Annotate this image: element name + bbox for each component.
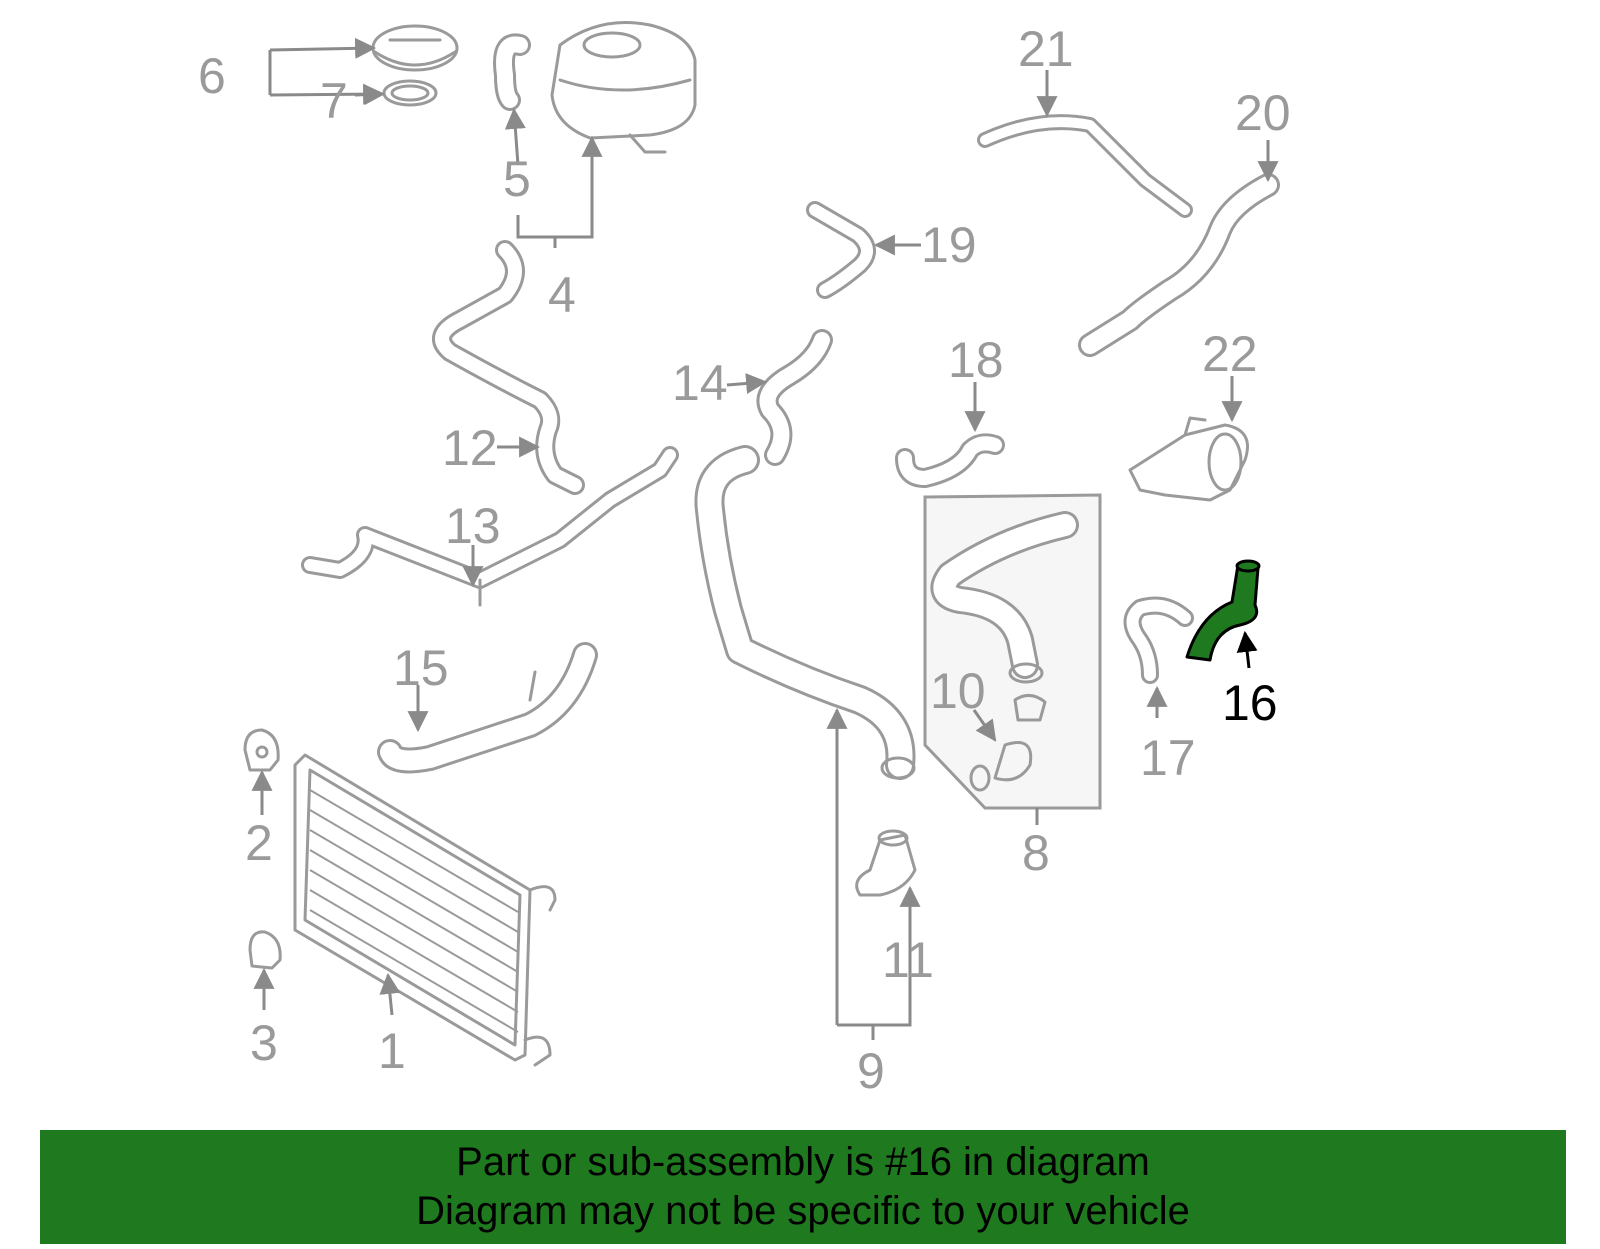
- banner-line-2: Diagram may not be specific to your vehi…: [416, 1189, 1190, 1233]
- callout-3: 3: [250, 1015, 278, 1071]
- callout-22: 22: [1202, 326, 1258, 382]
- part-5-hose[interactable]: [493, 33, 531, 111]
- callout-4: 4: [548, 267, 576, 323]
- callout-7: 7: [320, 73, 348, 129]
- part-17-hose[interactable]: [1123, 596, 1194, 684]
- callout-5: 5: [503, 151, 531, 207]
- callout-16: 16: [1222, 675, 1278, 731]
- part-2-mount[interactable]: [243, 728, 280, 772]
- callout-19: 19: [921, 217, 977, 273]
- callout-13: 13: [445, 498, 501, 554]
- part-9-hose[interactable]: [694, 445, 916, 780]
- info-banner: Part or sub-assembly is #16 in diagram D…: [40, 1130, 1566, 1244]
- callout-11: 11: [882, 932, 934, 988]
- callout-14: 14: [672, 355, 728, 411]
- callout-6: 6: [198, 48, 226, 104]
- callout-2: 2: [245, 815, 273, 871]
- part-8-group[interactable]: [923, 493, 1102, 810]
- callout-12: 12: [442, 420, 498, 476]
- callout-20: 20: [1235, 85, 1291, 141]
- callout-8: 8: [1022, 825, 1050, 881]
- part-1-radiator[interactable]: [293, 753, 557, 1067]
- part-22-housing[interactable]: [1128, 416, 1249, 502]
- part-19-hose[interactable]: [806, 201, 876, 299]
- part-12-hose[interactable]: [432, 240, 585, 495]
- callout-10: 10: [930, 663, 986, 719]
- part-7-o-ring[interactable]: [382, 79, 438, 107]
- callout-9: 9: [857, 1043, 885, 1099]
- callout-18: 18: [948, 332, 1004, 388]
- parts-diagram: 6 7 5 4 12 13 15 2 3 1 14 19 9 11 8 10 1…: [198, 21, 1291, 1099]
- part-6-reservoir-cap[interactable]: [371, 24, 459, 72]
- part-15-pipe[interactable]: [377, 642, 598, 774]
- part-4-expansion-tank[interactable]: [550, 21, 697, 154]
- leader-lines: [251, 37, 1279, 1040]
- callout-21: 21: [1018, 21, 1074, 77]
- part-3-mount[interactable]: [248, 930, 282, 970]
- part-20-hose[interactable]: [1078, 173, 1280, 357]
- part-11-flange[interactable]: [855, 829, 917, 897]
- callout-1: 1: [378, 1023, 406, 1079]
- part-18-hose[interactable]: [895, 433, 1005, 488]
- callout-17: 17: [1140, 730, 1196, 786]
- part-14-hose[interactable]: [756, 329, 833, 466]
- part-21-hose[interactable]: [977, 114, 1193, 218]
- part-16-hose-highlighted[interactable]: [1185, 559, 1261, 662]
- callout-15: 15: [393, 640, 449, 696]
- banner-line-1: Part or sub-assembly is #16 in diagram: [456, 1140, 1150, 1184]
